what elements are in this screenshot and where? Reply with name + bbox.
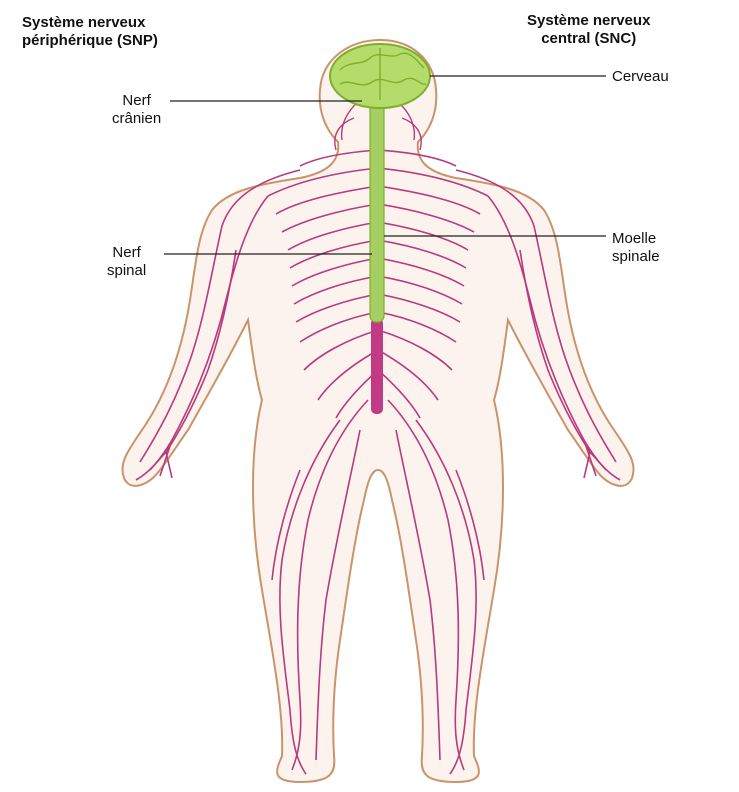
spinal-cord <box>370 92 384 322</box>
sacral-cord <box>371 318 383 414</box>
